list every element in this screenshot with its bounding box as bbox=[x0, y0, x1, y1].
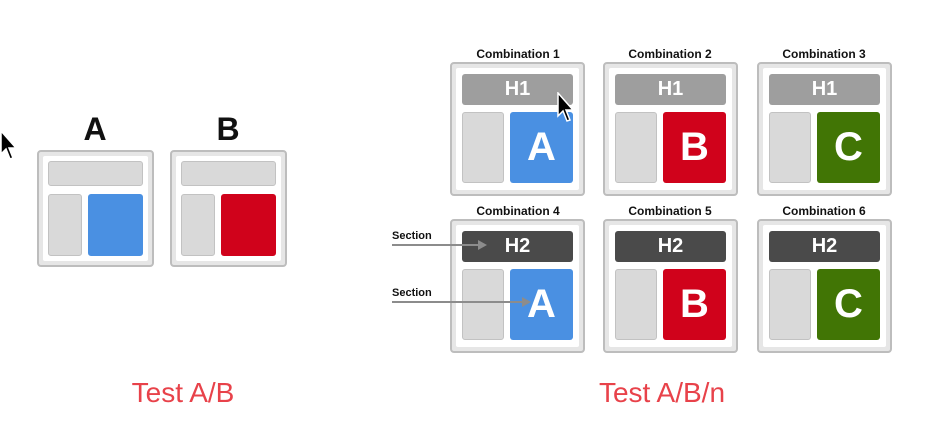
section-label-header: Section bbox=[392, 230, 432, 242]
sidebar-placeholder bbox=[615, 112, 657, 183]
variant-b-tile: B bbox=[663, 269, 726, 340]
sidebar-placeholder bbox=[462, 269, 504, 340]
header-placeholder bbox=[48, 161, 143, 186]
h1-header: H1 bbox=[615, 74, 726, 105]
combination-3-title: Combination 3 bbox=[782, 47, 866, 61]
sidebar-placeholder bbox=[615, 269, 657, 340]
combination-1-card: H1 A bbox=[450, 62, 585, 196]
variant-a-frame bbox=[37, 150, 154, 267]
combination-2-title: Combination 2 bbox=[628, 47, 712, 61]
sidebar-placeholder bbox=[769, 269, 811, 340]
mouse-cursor-icon bbox=[557, 92, 575, 122]
variant-a-label: A bbox=[83, 111, 107, 147]
variant-b-label: B bbox=[216, 111, 240, 147]
variant-c-tile: C bbox=[817, 269, 880, 340]
variant-a-tile bbox=[88, 194, 143, 256]
ab-test-caption: Test A/B bbox=[131, 377, 235, 408]
h2-header: H2 bbox=[769, 231, 880, 262]
sidebar-placeholder bbox=[462, 112, 504, 183]
variant-c-tile: C bbox=[817, 112, 880, 183]
variant-a-tile: A bbox=[510, 112, 573, 183]
combination-2-card: H1 B bbox=[603, 62, 738, 196]
variant-a-tile: A bbox=[510, 269, 573, 340]
sidebar-placeholder bbox=[48, 194, 82, 256]
h1-header: H1 bbox=[769, 74, 880, 105]
variant-b-tile bbox=[221, 194, 276, 256]
combination-6-title: Combination 6 bbox=[782, 204, 866, 218]
section-arrow-header bbox=[392, 240, 487, 250]
variant-b-frame bbox=[170, 150, 287, 267]
variant-b-tile: B bbox=[663, 112, 726, 183]
section-label-content: Section bbox=[392, 287, 432, 299]
h2-header: H2 bbox=[615, 231, 726, 262]
combination-6-card: H2 C bbox=[757, 219, 892, 353]
sidebar-placeholder bbox=[181, 194, 215, 256]
combination-4-card: H2 A bbox=[450, 219, 585, 353]
mouse-cursor-icon bbox=[0, 130, 18, 160]
section-arrow-content bbox=[392, 297, 531, 307]
combination-1-title: Combination 1 bbox=[476, 47, 560, 61]
header-placeholder bbox=[181, 161, 276, 186]
abn-test-caption: Test A/B/n bbox=[598, 377, 726, 408]
combination-5-card: H2 B bbox=[603, 219, 738, 353]
sidebar-placeholder bbox=[769, 112, 811, 183]
h1-header: H1 bbox=[462, 74, 573, 105]
combination-5-title: Combination 5 bbox=[628, 204, 712, 218]
combination-3-card: H1 C bbox=[757, 62, 892, 196]
combination-4-title: Combination 4 bbox=[476, 204, 560, 218]
